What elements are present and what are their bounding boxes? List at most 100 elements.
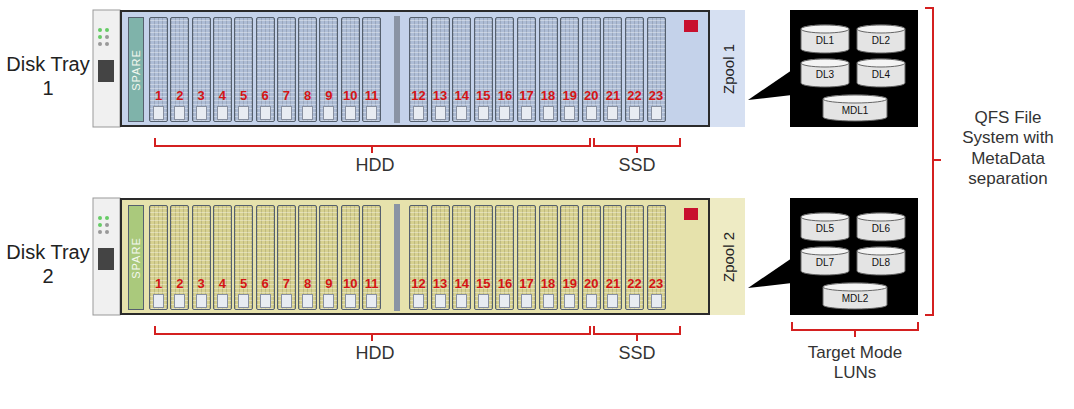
callout-number: 10 <box>342 88 359 103</box>
spare-label: SPARE <box>130 49 142 90</box>
disk-slot: 21 <box>603 17 622 122</box>
callout-number: 3 <box>193 88 210 103</box>
lun-label: DL4 <box>856 69 906 80</box>
disk-slot: 13 <box>431 17 450 122</box>
disk-handle <box>456 106 467 120</box>
callout-number: 18 <box>540 88 557 103</box>
callout-number: 17 <box>518 276 535 291</box>
lun-label: DL2 <box>856 35 906 46</box>
zpool-label: Zpool 1 <box>719 43 736 93</box>
disk-slot: 15 <box>474 205 493 310</box>
disk-slot: 18 <box>539 17 558 122</box>
disk-slot: 10 <box>341 205 360 310</box>
callout-number: 1 <box>150 276 167 291</box>
disk-handle <box>478 106 489 120</box>
disk-slot: 16 <box>495 17 514 122</box>
callout-number: 23 <box>648 276 665 291</box>
callout-number: 8 <box>299 276 316 291</box>
callout-number: 15 <box>475 88 492 103</box>
callout-number: 12 <box>410 88 427 103</box>
lun-cylinder: DL5 <box>800 212 850 242</box>
lun-cylinder: DL1 <box>800 24 850 54</box>
disk-handle <box>413 106 424 120</box>
disk-slot: 7 <box>277 205 296 310</box>
callout-number: 2 <box>171 88 188 103</box>
lun-cylinder: DL4 <box>856 58 906 88</box>
lun-cylinder: DL6 <box>856 212 906 242</box>
disk-slot: 20 <box>582 205 601 310</box>
disk-slot: 6 <box>256 17 275 122</box>
disk-handle <box>366 294 377 308</box>
disk-slot: 14 <box>452 17 471 122</box>
disk-slot: 4 <box>213 205 232 310</box>
callout-number: 13 <box>432 276 449 291</box>
disk-slot: 1 <box>149 205 168 310</box>
disk-handle <box>521 106 532 120</box>
disk-handle <box>153 294 164 308</box>
disk-slot: 22 <box>625 205 644 310</box>
disk-slot: 19 <box>560 205 579 310</box>
disk-handle <box>345 106 356 120</box>
callout-number: 22 <box>626 276 643 291</box>
spare-slot: SPARE <box>128 205 144 310</box>
callout-number: 21 <box>604 276 621 291</box>
disk-handle <box>564 106 575 120</box>
lun-label: DL8 <box>856 257 906 268</box>
callout-number: 4 <box>214 276 231 291</box>
callout-number: 15 <box>475 276 492 291</box>
disk-slot: 10 <box>341 17 360 122</box>
tray-label: Disk Tray 1 <box>5 52 91 100</box>
system-label: QFS File System with MetaData separation <box>946 108 1070 190</box>
callout-number: 14 <box>453 276 470 291</box>
callout-number: 7 <box>278 88 295 103</box>
spare-slot: SPARE <box>128 17 144 122</box>
disk-handle <box>260 106 271 120</box>
disk-slot: 21 <box>603 205 622 310</box>
disk-handle <box>174 294 185 308</box>
lun-label: DL6 <box>856 223 906 234</box>
disk-slot: 1 <box>149 17 168 122</box>
disk-slot: 16 <box>495 205 514 310</box>
zpool-label: Zpool 2 <box>719 231 736 281</box>
callout-number: 4 <box>214 88 231 103</box>
disk-handle <box>586 106 597 120</box>
disk-slot: 22 <box>625 17 644 122</box>
callout-number: 11 <box>363 88 380 103</box>
disk-handle <box>323 294 334 308</box>
callout-number: 3 <box>193 276 210 291</box>
callout-number: 20 <box>583 88 600 103</box>
callout-number: 19 <box>561 88 578 103</box>
group-label: HDD <box>335 155 415 177</box>
disk-handle <box>153 106 164 120</box>
disk-handle <box>196 294 207 308</box>
callout-number: 21 <box>604 88 621 103</box>
disk-handle <box>217 106 228 120</box>
callout-number: 19 <box>561 276 578 291</box>
disk-handle <box>323 106 334 120</box>
callout-number: 18 <box>540 276 557 291</box>
disk-slot: 14 <box>452 205 471 310</box>
group-label: SSD <box>600 155 674 177</box>
callout-number: 23 <box>648 88 665 103</box>
callout-number: 14 <box>453 88 470 103</box>
disk-handle <box>499 106 510 120</box>
disk-handle <box>196 106 207 120</box>
disk-slot: 20 <box>582 17 601 122</box>
disk-handle <box>217 294 228 308</box>
spare-label: SPARE <box>130 237 142 278</box>
callout-number: 6 <box>257 88 274 103</box>
disk-handle <box>345 294 356 308</box>
callout-number: 5 <box>235 276 252 291</box>
disk-handle <box>456 294 467 308</box>
callout-number: 20 <box>583 276 600 291</box>
lun-label: MDL1 <box>822 105 888 116</box>
disk-slot: 3 <box>192 17 211 122</box>
disk-slot: 9 <box>319 205 338 310</box>
divider <box>394 204 400 311</box>
disk-handle <box>281 106 292 120</box>
callout-number: 11 <box>363 276 380 291</box>
disk-slot: 23 <box>647 17 666 122</box>
disk-handle <box>629 294 640 308</box>
disk-slot: 8 <box>298 17 317 122</box>
lun-label: MDL2 <box>822 293 888 304</box>
